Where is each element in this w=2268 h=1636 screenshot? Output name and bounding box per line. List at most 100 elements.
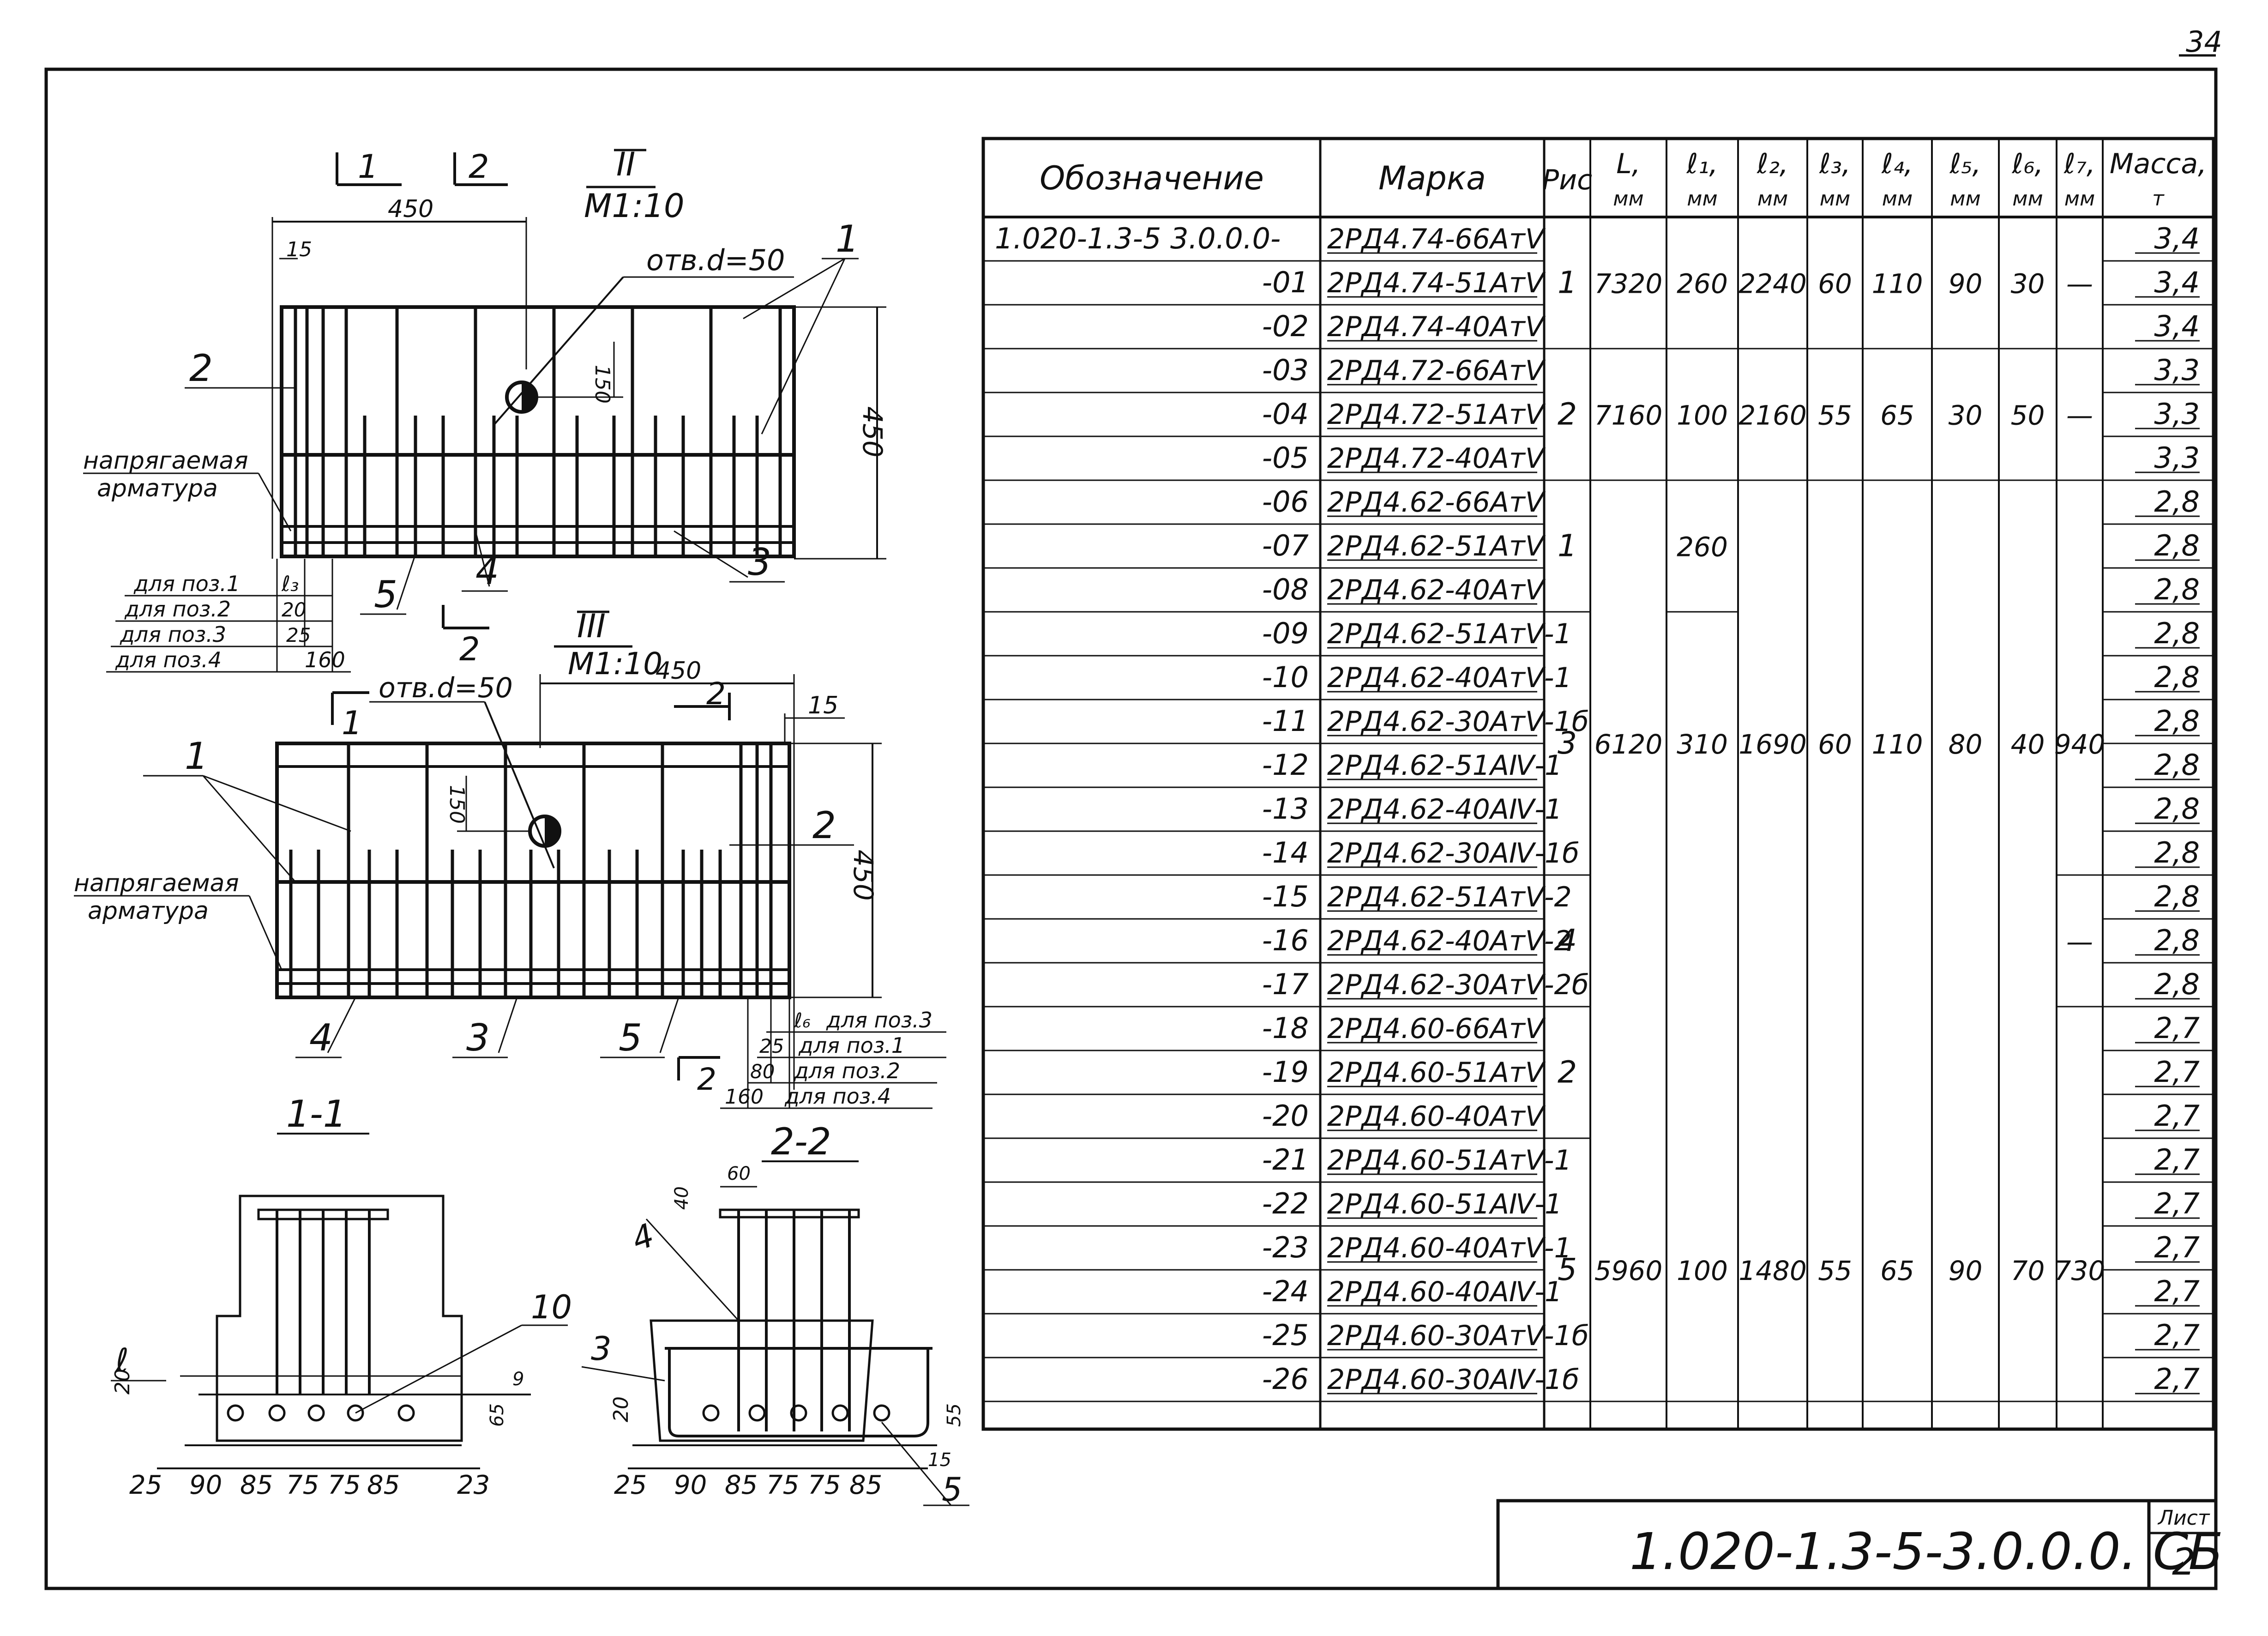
mid-cut-mark: 2	[697, 1062, 716, 1097]
table-group-6-l1: 100	[1677, 1255, 1728, 1286]
table-row-massa: 2,8	[2154, 748, 2200, 782]
table-row-oboz: -26	[1262, 1362, 1309, 1396]
table-group-0-l4: 110	[1872, 268, 1923, 300]
table-group-1-l6: 50	[2011, 400, 2045, 431]
table-group-1-l2: 2160	[1739, 400, 1807, 431]
section-2-dim-40: 40	[671, 1186, 692, 1210]
top-dim-height: 450	[857, 406, 888, 458]
section-1-dim-65: 65	[487, 1403, 508, 1427]
mid-legend-value-2: 25	[759, 1035, 784, 1057]
section-1-dim-9: 9	[512, 1369, 524, 1390]
table-group-2-l1: 260	[1677, 531, 1728, 563]
sheet-number: 2	[2172, 1540, 2196, 1583]
table-group-3-l4: 110	[1872, 729, 1923, 760]
table-group-3-l2: 1690	[1739, 729, 1807, 760]
table-header-10-0: ℓ₇,	[2063, 148, 2095, 180]
mid-callout-3: 3	[466, 1016, 490, 1059]
top-legend-label-2: для поз.2	[124, 597, 231, 622]
section-1-dim-e: 75	[328, 1470, 361, 1500]
mid-legend-value-1: ℓ₆	[794, 1009, 811, 1032]
top-callout-2: 2	[189, 347, 213, 390]
section-2-dim-a: 25	[614, 1470, 647, 1500]
table-row-oboz: -20	[1262, 1099, 1309, 1133]
table-row-oboz: -01	[1262, 266, 1309, 299]
table-group-6-l6: 70	[2011, 1255, 2045, 1286]
mid-legend-label-1: для поз.3	[826, 1008, 932, 1032]
table-header-6-1: мм	[1820, 187, 1850, 211]
top-section-mark-1: 1	[358, 148, 379, 186]
table-row-oboz: -12	[1262, 748, 1309, 782]
mid-note-line2: арматура	[88, 897, 209, 925]
table-row-massa: 2,8	[2154, 660, 2200, 694]
table-group-4-l7: —	[2066, 926, 2093, 958]
table-group-3-l6: 40	[2011, 729, 2045, 760]
table-row-oboz: -09	[1262, 616, 1309, 650]
table-group-3-L: 6120	[1594, 729, 1663, 760]
top-callout-4: 4	[475, 550, 499, 593]
top-note-line2: арматура	[97, 475, 218, 502]
table-header-9-0: ℓ₆,	[2012, 148, 2044, 180]
table-group-1-l3: 55	[1818, 400, 1852, 431]
mid-legend-value-4: 160	[725, 1085, 764, 1109]
table-group-1-l7: —	[2066, 400, 2093, 431]
table-group-0-l3: 60	[1818, 268, 1852, 300]
mid-view-III: III М1:10 450 15 1 2 отв.d=50	[74, 607, 946, 1109]
table-group-6-l3: 55	[1818, 1255, 1852, 1286]
table-header-6-0: ℓ₃,	[1819, 148, 1851, 180]
mid-view-scale: М1:10	[568, 646, 662, 682]
table-group-1-l5: 30	[1949, 400, 1983, 431]
table-row-massa: 2,8	[2154, 967, 2200, 1001]
mid-dim-height: 450	[848, 850, 879, 901]
top-legend-value-4: 160	[305, 647, 345, 672]
table-row-marka: 2РД4.62-40АтⅤ-2	[1327, 925, 1572, 957]
table-row-massa: 3,3	[2154, 441, 2200, 475]
table-header-11-0: Масса,	[2110, 148, 2207, 180]
top-note-line1: напрягаемая	[83, 447, 248, 475]
top-dim-150: 150	[590, 365, 614, 404]
table-row-massa: 2,8	[2154, 529, 2200, 562]
table-group-6-l4: 65	[1880, 1255, 1914, 1286]
table-row-massa: 2,7	[2154, 1187, 2200, 1220]
table-group-0-ris: 1	[1558, 265, 1577, 301]
top-view-label: II	[616, 145, 635, 183]
table-row-massa: 3,4	[2154, 222, 2200, 255]
table-group-0-l2: 2240	[1739, 268, 1807, 300]
table-row-massa: 2,8	[2154, 792, 2200, 826]
mid-callout-2: 2	[812, 804, 836, 847]
section-2-dim-c: 85	[725, 1470, 758, 1500]
section-1-1: 1-1 ℓ 20 9 65 10 25 90	[111, 1093, 572, 1500]
table-row-oboz: -21	[1262, 1143, 1309, 1177]
top-legend-value-1: ℓ₃	[281, 571, 299, 596]
table-group-0-l5: 90	[1949, 268, 1983, 300]
section-1-dim-c: 85	[240, 1470, 273, 1500]
table-header-9-1: мм	[2012, 187, 2043, 211]
table-row-oboz: -13	[1262, 792, 1309, 826]
top-cut-mark: 2	[459, 630, 480, 668]
table-group-6-ris: 5	[1558, 1252, 1577, 1287]
table-group-3-ris: 3	[1558, 725, 1577, 761]
table-row-massa: 3,4	[2154, 309, 2200, 343]
table-row-marka: 2РД4.62-66АтⅤ	[1327, 486, 1546, 519]
table-row-massa: 2,7	[2154, 1231, 2200, 1264]
table-header-8-1: мм	[1950, 187, 1980, 211]
table-group-4-ris: 4	[1558, 923, 1577, 959]
table-row-marka: 2РД4.62-30АⅣ-1б	[1327, 837, 1579, 869]
table-row-marka: 2РД4.74-51АтⅤ	[1327, 267, 1546, 299]
table-row-massa: 2,7	[2154, 1362, 2200, 1396]
table-group-3-l1: 310	[1677, 729, 1728, 760]
table-row-marka: 2РД4.60-30АⅣ-1б	[1327, 1364, 1579, 1396]
mid-hole-label: отв.d=50	[379, 672, 513, 704]
table-header-4-0: ℓ₁,	[1686, 148, 1718, 180]
table-group-3-l3: 60	[1818, 729, 1852, 760]
mid-dim-width: 450	[656, 657, 701, 685]
section-1-dim-a: 25	[129, 1470, 162, 1500]
top-legend-value-2: 20	[282, 598, 306, 621]
section-2-dim-60: 60	[727, 1163, 751, 1184]
table-row-oboz: -16	[1262, 924, 1309, 957]
table-row-oboz: 1.020-1.3-5 3.0.0.0-	[995, 222, 1281, 255]
table-row-massa: 2,7	[2154, 1143, 2200, 1177]
table-row-marka: 2РД4.60-40АтⅤ-1	[1327, 1232, 1572, 1264]
mid-legend-value-3: 80	[750, 1060, 775, 1083]
top-legend: для поз.1 ℓ₃ для поз.2 20 для поз.3 25 д…	[106, 559, 351, 673]
